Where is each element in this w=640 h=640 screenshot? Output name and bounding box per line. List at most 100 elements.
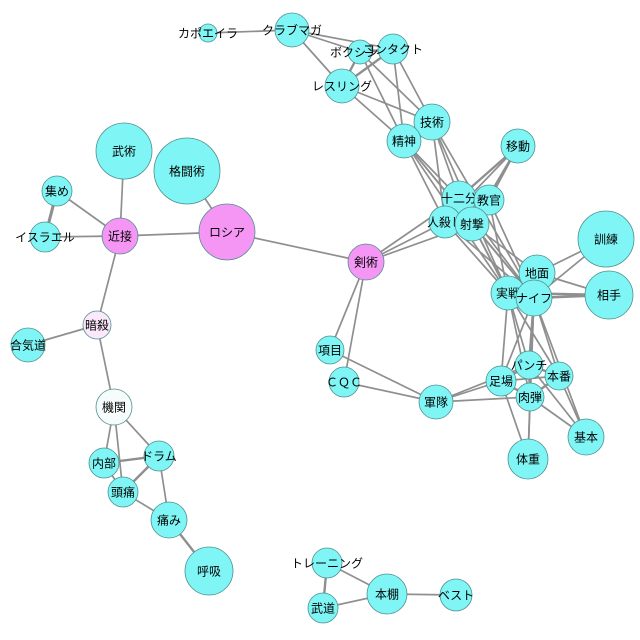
node-kyokan: 教官: [473, 184, 505, 216]
node-circle: [95, 388, 133, 426]
node-kikan: 機関: [95, 388, 133, 426]
edge-layer: [27, 29, 611, 610]
node-nikudan: 肉弾: [515, 382, 545, 412]
node-ashiba: 足場: [485, 365, 517, 397]
node-circle: [567, 418, 605, 456]
node-circle: [307, 592, 339, 624]
node-circle: [413, 103, 451, 141]
node-kokyu: 呼吸: [184, 546, 234, 596]
node-wrestling: レスリング: [312, 68, 372, 104]
edge-kenjutsu-cqc: [343, 261, 367, 383]
node-shageki: 射撃: [454, 206, 490, 242]
node-seishin: 精神: [386, 123, 422, 159]
node-label: クラブマガ: [262, 23, 322, 38]
node-israel: イスラエル: [15, 221, 75, 253]
node-label: 本番: [547, 370, 571, 384]
node-circle: [101, 217, 139, 255]
node-circle: [88, 447, 120, 479]
node-circle: [82, 310, 112, 340]
node-label: ＣＱＣ: [326, 376, 362, 390]
node-circle: [41, 175, 73, 207]
node-label: 機関: [102, 400, 126, 415]
node-layer: カポエイラクラブマガボクシングコンタクトレスリング技術精神移動十二分教官人殺し射…: [10, 12, 635, 624]
node-label: トレーニング: [291, 557, 363, 571]
node-best: ベスト: [438, 578, 474, 612]
node-kakutojutsu: 格闘術: [153, 137, 221, 205]
node-label: 実戦: [496, 286, 520, 301]
node-label: 訓練: [594, 232, 618, 247]
node-label: ベスト: [438, 589, 474, 603]
node-label: 精神: [392, 135, 416, 149]
node-punch: パンチ: [511, 350, 548, 380]
node-cqc: ＣＱＣ: [326, 366, 362, 398]
node-circle: [507, 438, 549, 480]
node-bujutsu: 武術: [95, 122, 153, 180]
node-circle: [347, 39, 373, 65]
node-label: 射撃: [460, 217, 484, 232]
node-label: パンチ: [511, 359, 548, 373]
node-budo: 武道: [307, 592, 339, 624]
node-circle: [347, 243, 385, 281]
node-hondana: 本棚: [366, 573, 408, 615]
node-ido: 移動: [500, 128, 536, 164]
node-circle: [184, 546, 234, 596]
node-circle: [500, 128, 536, 164]
node-label: 項目: [318, 344, 342, 358]
node-circle: [577, 210, 635, 268]
node-label: 近接: [108, 229, 132, 244]
node-circle: [274, 12, 310, 48]
node-label: イスラエル: [15, 231, 75, 245]
node-circle: [515, 279, 553, 317]
node-label: 足場: [489, 375, 513, 389]
node-circle: [584, 270, 634, 320]
node-label: 内部: [92, 456, 116, 471]
node-label: 教官: [477, 193, 501, 208]
node-circle: [473, 184, 505, 216]
node-label: カポエイラ: [178, 27, 238, 41]
node-label: 合気道: [10, 338, 46, 353]
node-aite: 相手: [584, 270, 634, 320]
node-label: 人殺し: [427, 216, 463, 230]
node-komoku: 項目: [315, 335, 345, 365]
node-circle: [150, 501, 188, 539]
node-circle: [198, 203, 256, 261]
node-label: 基本: [574, 431, 598, 445]
node-itami: 痛み: [150, 501, 188, 539]
node-label: 地面: [525, 267, 549, 281]
node-label: 頭痛: [111, 485, 135, 500]
node-label: 武術: [112, 145, 136, 159]
node-gijutsu: 技術: [413, 103, 451, 141]
node-circle: [143, 440, 175, 472]
node-label: ナイフ: [516, 292, 552, 306]
node-circle: [95, 122, 153, 180]
node-circle: [311, 547, 343, 579]
node-zutsu: 頭痛: [107, 476, 139, 508]
node-label: 暗殺: [85, 318, 109, 333]
node-label: レスリング: [312, 80, 372, 94]
node-training: トレーニング: [291, 547, 363, 579]
node-kuramaga: クラブマガ: [262, 12, 322, 48]
node-circle: [324, 68, 360, 104]
node-label: 集め: [45, 184, 69, 199]
node-kapoeira: カポエイラ: [178, 23, 238, 43]
node-circle: [366, 573, 408, 615]
node-label: 武道: [311, 602, 335, 616]
node-atsume: 集め: [41, 175, 73, 207]
edge-komoku-guntai: [329, 349, 437, 403]
node-kunren: 訓練: [577, 210, 635, 268]
node-label: 呼吸: [197, 565, 221, 579]
node-label: 本棚: [375, 587, 399, 602]
node-label: ボクシング: [330, 46, 390, 60]
node-label: 痛み: [157, 513, 181, 528]
node-circle: [485, 365, 517, 397]
node-label: ロシア: [209, 226, 245, 240]
node-label: 体重: [516, 453, 540, 467]
node-drum: ドラム: [141, 440, 177, 472]
node-label: コンタクト: [363, 43, 423, 57]
node-hitogoroshi: 人殺し: [427, 205, 463, 239]
node-circle: [315, 335, 345, 365]
node-label: 軍隊: [424, 395, 448, 410]
node-circle: [514, 350, 544, 380]
node-label: 剣術: [354, 256, 378, 270]
